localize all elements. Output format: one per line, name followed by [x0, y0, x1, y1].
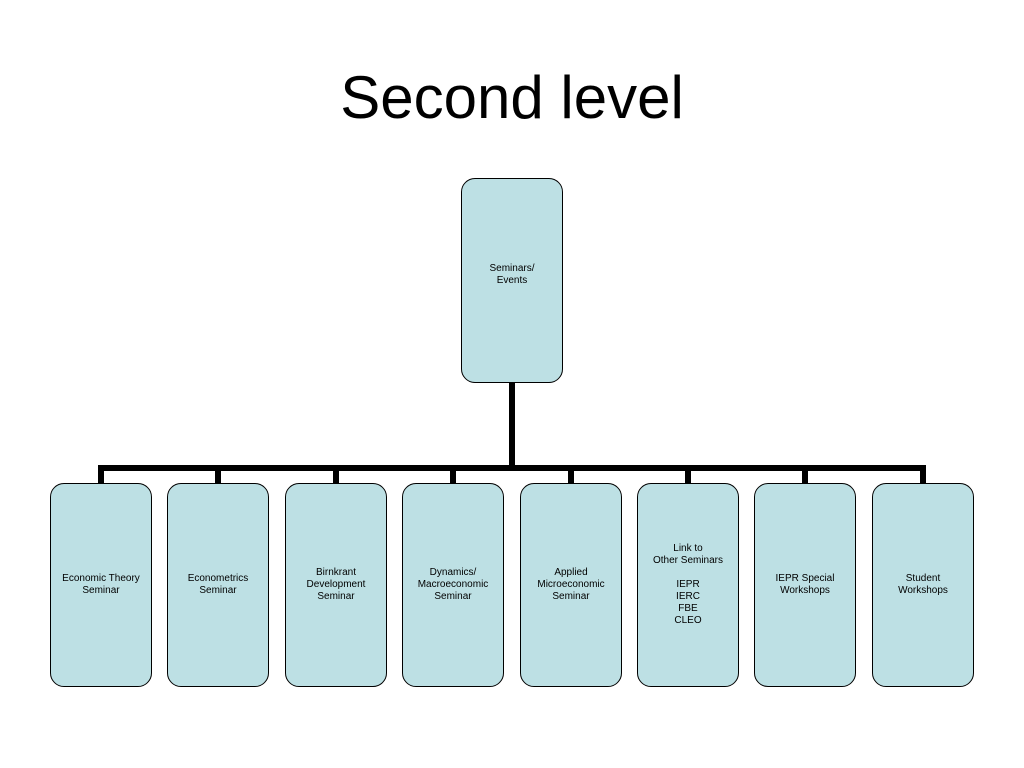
child-node-economic-theory-seminar[interactable]: Economic Theory Seminar [50, 483, 152, 687]
child-node-label: Link to Other Seminars IEPR IERC FBE CLE… [652, 543, 724, 626]
child-node-label: Economic Theory Seminar [62, 573, 140, 596]
child-node-econometrics-seminar[interactable]: Econometrics Seminar [167, 483, 269, 687]
child-node-label: Student Workshops [898, 573, 948, 596]
child-node-birnkrant-development-seminar[interactable]: Birnkrant Development Seminar [285, 483, 387, 687]
child-node-label: Birnkrant Development Seminar [306, 567, 366, 602]
child-node-student-workshops[interactable]: Student Workshops [872, 483, 974, 687]
slide-title: Second level [340, 64, 684, 131]
child-node-dynamics-macroeconomic-seminar[interactable]: Dynamics/ Macroeconomic Seminar [402, 483, 504, 687]
child-node-link-to-other-seminars[interactable]: Link to Other Seminars IEPR IERC FBE CLE… [637, 483, 739, 687]
child-node-iepr-special-workshops[interactable]: IEPR Special Workshops [754, 483, 856, 687]
root-node-label: Seminars/ Events [489, 262, 535, 286]
child-node-label: Applied Microeconomic Seminar [537, 567, 605, 602]
child-node-label: IEPR Special Workshops [775, 573, 835, 596]
child-node-applied-microeconomic-seminar[interactable]: Applied Microeconomic Seminar [520, 483, 622, 687]
child-node-label: Dynamics/ Macroeconomic Seminar [417, 567, 489, 602]
root-node-seminars-events[interactable]: Seminars/ Events [461, 178, 563, 383]
child-node-label: Econometrics Seminar [187, 573, 249, 596]
